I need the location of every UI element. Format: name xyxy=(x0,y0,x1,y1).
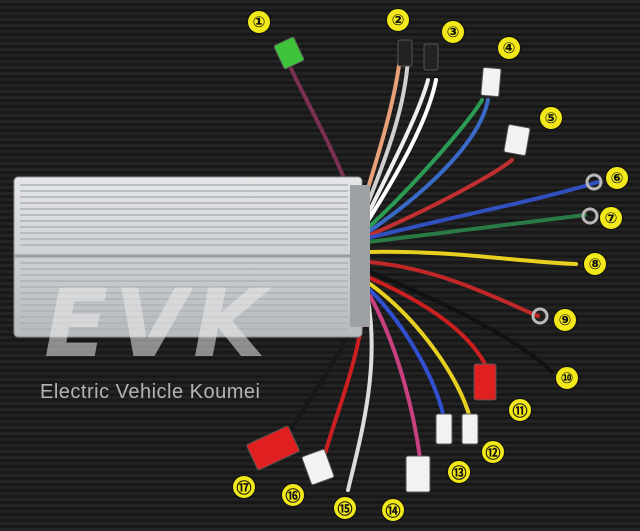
callout-label-11: ⑪ xyxy=(508,398,532,422)
connector-14 xyxy=(405,455,431,493)
callout-label-10: ⑩ xyxy=(555,366,579,390)
callout-label-7: ⑦ xyxy=(599,206,623,230)
watermark-logo: EVK xyxy=(44,270,272,379)
callout-label-14: ⑭ xyxy=(381,498,405,522)
wire-15 xyxy=(368,282,472,420)
wire-11 xyxy=(366,249,578,266)
wire-5 xyxy=(364,78,438,226)
connectors xyxy=(246,36,603,493)
callout-label-17: ⑰ xyxy=(232,475,256,499)
wire-12 xyxy=(366,260,540,318)
wire-9 xyxy=(366,180,600,240)
wire-17 xyxy=(368,294,422,460)
wire-14 xyxy=(368,276,490,372)
callout-label-9: ⑨ xyxy=(553,308,577,332)
wire-10 xyxy=(366,213,587,244)
wire-16 xyxy=(368,288,446,422)
wire-18 xyxy=(346,298,374,492)
wire-harness xyxy=(284,56,600,492)
callout-label-4: ④ xyxy=(497,36,521,60)
connector-12 xyxy=(461,413,479,445)
connector-16 xyxy=(301,448,335,486)
connector-13 xyxy=(435,413,453,445)
connector-17 xyxy=(246,425,300,471)
callout-label-2: ② xyxy=(386,8,410,32)
terminal-9 xyxy=(531,307,549,325)
callout-label-12: ⑫ xyxy=(481,440,505,464)
callout-label-5: ⑤ xyxy=(539,106,563,130)
connector-11 xyxy=(473,363,497,401)
wire-8 xyxy=(366,158,514,238)
terminal-6 xyxy=(585,173,603,191)
wire-13 xyxy=(368,270,554,374)
wire-4 xyxy=(362,78,430,224)
watermark-subtitle: Electric Vehicle Koumei xyxy=(40,381,261,403)
connector-5 xyxy=(503,124,531,156)
connector-2 xyxy=(397,39,413,67)
callout-label-16: ⑯ xyxy=(281,483,305,507)
callout-label-3: ③ xyxy=(441,20,465,44)
callout-label-1: ① xyxy=(247,10,271,34)
callout-label-15: ⑮ xyxy=(333,496,357,520)
terminal-7 xyxy=(581,207,599,225)
callout-label-6: ⑥ xyxy=(605,166,629,190)
callout-label-8: ⑧ xyxy=(583,252,607,276)
connector-4 xyxy=(480,66,502,98)
connector-3 xyxy=(423,43,439,71)
wire-7 xyxy=(366,98,490,234)
connector-1 xyxy=(273,36,305,70)
wire-6 xyxy=(366,98,484,230)
controller-housing xyxy=(13,176,370,338)
callout-label-13: ⑬ xyxy=(447,460,471,484)
